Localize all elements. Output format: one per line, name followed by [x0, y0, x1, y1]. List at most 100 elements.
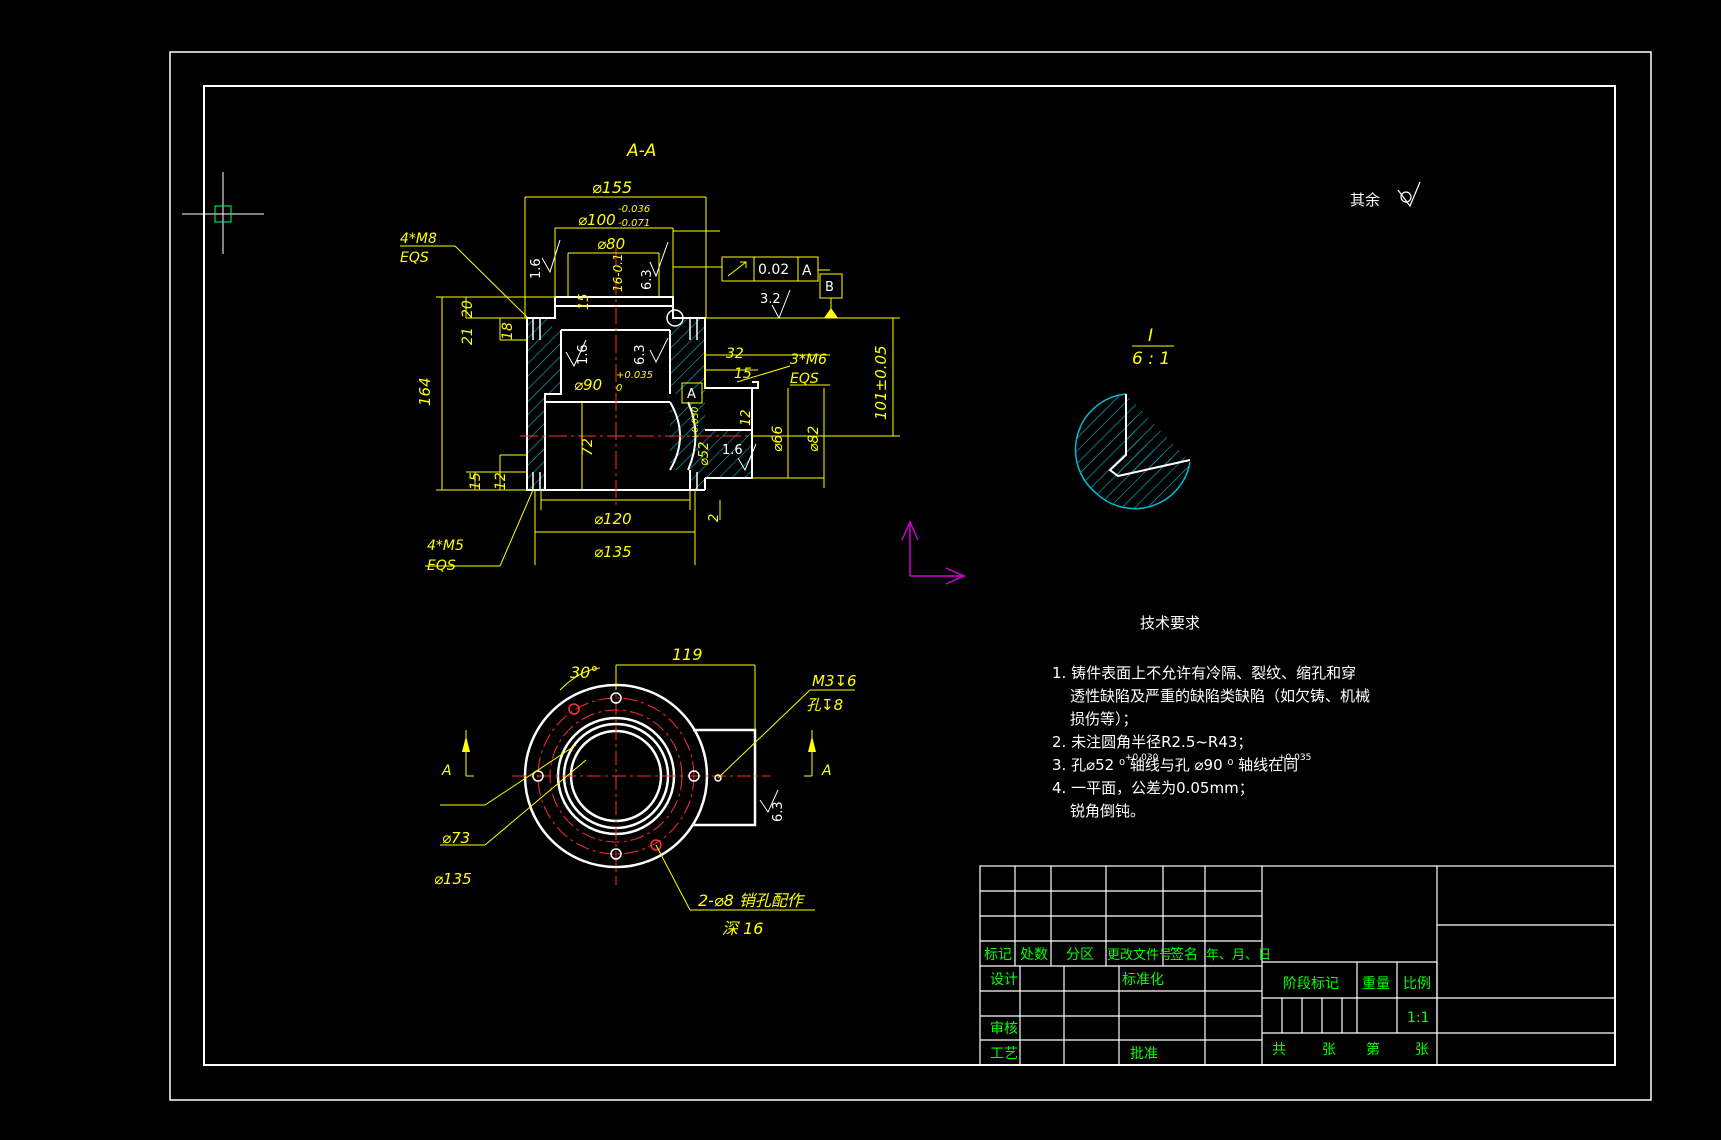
plan-section-a-right: A	[821, 763, 832, 779]
title-block: 标记 处数 分区 更改文件号 签名 年、月、日 设计 标准化 审核 工艺 批准 …	[979, 865, 1616, 1066]
dim-d90-tol0: 0	[616, 383, 622, 394]
tb-scale-label: 比例	[1403, 976, 1431, 992]
section-centerlines	[520, 248, 780, 505]
bolt-holes	[532, 692, 722, 860]
surface-finish-icon	[1397, 181, 1421, 208]
title-block-grid	[979, 865, 1616, 1066]
detail-scale: 6 : 1	[1132, 349, 1170, 369]
thread-bot-eqs: EQS	[427, 558, 456, 574]
dim-d100: ⌀100	[578, 211, 616, 229]
tb-header-sign: 签名	[1170, 946, 1198, 963]
tb-weight: 重量	[1362, 976, 1390, 992]
thread-top-label: 4*M8	[400, 231, 437, 247]
outer-frame	[169, 51, 1652, 1101]
crosshair-cursor-icon	[182, 172, 264, 254]
tech-req-tol-90: +0.035	[1278, 753, 1311, 763]
roughness-symbols	[541, 239, 791, 472]
datum-a-box	[681, 382, 703, 404]
section-view-a-a: A-A	[400, 141, 900, 574]
tb-sheet-of: 第	[1366, 1041, 1380, 1058]
dim-d120: ⌀120	[594, 510, 632, 528]
hatch-left-lower	[527, 402, 545, 490]
plan-rough-symbol	[759, 789, 779, 814]
tb-header-count: 处数	[1020, 947, 1048, 963]
rough-1-6-b: 1.6	[576, 344, 591, 365]
dim-12b: 12	[493, 472, 509, 490]
tb-review: 审核	[990, 1021, 1018, 1037]
dim-2: 2	[707, 514, 722, 522]
dim-21: 21	[460, 327, 476, 345]
detail-label: I	[1148, 326, 1153, 346]
tb-total: 共	[1272, 1042, 1286, 1058]
rough-6-3-b: 6.3	[633, 344, 648, 365]
rough-3-2: 3.2	[760, 292, 781, 307]
plan-angle: 30°	[570, 663, 598, 682]
dim-72: 72	[580, 438, 596, 456]
dim-101: 101±0.05	[872, 345, 890, 420]
tb-header-zone: 分区	[1066, 947, 1094, 963]
datum-b-label: B	[825, 280, 834, 295]
dim-d52: ⌀52	[697, 442, 712, 466]
plan-m3: M3↧6	[812, 672, 857, 690]
dim-d100-lower: -0.071	[618, 218, 650, 229]
tb-sheet-unit-1: 张	[1322, 1042, 1336, 1058]
tb-header-date: 年、月、日	[1206, 948, 1271, 963]
rough-1-6-c: 1.6	[722, 443, 743, 458]
dim-164: 164	[416, 377, 434, 406]
detail-notch-outline	[1108, 394, 1191, 478]
plan-view-dimension-lines	[440, 664, 855, 911]
gt-datum-ref: A	[802, 263, 812, 279]
tb-scale-value: 1:1	[1407, 1010, 1430, 1026]
inner-frame	[203, 85, 1616, 1066]
tech-req-tol-52: +0.030	[1125, 753, 1159, 763]
plan-rough: 6.3	[771, 801, 786, 822]
dim-15c: 15	[468, 472, 484, 490]
section-arrow-left	[462, 736, 470, 752]
rough-1-6-a: 1.6	[529, 258, 544, 279]
plan-hole: 孔↧8	[806, 696, 843, 714]
tb-header-doc: 更改文件号	[1107, 948, 1172, 963]
plan-view-centerlines	[512, 676, 770, 885]
dim-18: 18	[500, 322, 516, 340]
detail-outline-arc	[1074, 393, 1191, 510]
dim-d90-tol: +0.035	[616, 370, 653, 381]
plan-dim-d135: ⌀135	[434, 870, 472, 888]
dim-15a: 15	[577, 293, 592, 310]
tech-req-line-1: 1. 铸件表面上不允许有冷隔、裂纹、缩孔和穿	[1052, 664, 1356, 682]
tech-req-line-5: 3. 孔⌀52 ⁰ 轴线与孔 ⌀90 ⁰ 轴线在同	[1052, 756, 1298, 774]
dim-16: 16-0.1	[611, 253, 625, 292]
dim-12a: 12	[739, 409, 754, 426]
plan-depth-note: 深 16	[722, 919, 763, 938]
dim-15b: 15	[734, 366, 752, 382]
plan-dim-119: 119	[672, 645, 703, 664]
tech-req-title: 技术要求	[1140, 614, 1200, 632]
dim-d155: ⌀155	[592, 178, 632, 197]
dim-d82: ⌀82	[806, 426, 822, 452]
section-dimension-lines	[400, 196, 900, 567]
tech-requirements: 技术要求 1. 铸件表面上不允许有冷隔、裂纹、缩孔和穿 透性缺陷及严重的缺陷类缺…	[1052, 614, 1370, 820]
tb-header-mark: 标记	[984, 947, 1012, 963]
tb-stage: 阶段标记	[1283, 976, 1339, 992]
plan-pin-note: 2-⌀8 销孔配作	[698, 891, 806, 910]
tb-approve: 批准	[1130, 1046, 1158, 1062]
thread-side-label: 3*M6	[790, 352, 827, 368]
section-title: A-A	[626, 141, 656, 161]
hatch-side-port	[705, 430, 752, 478]
dim-20: 20	[460, 300, 476, 318]
dim-d66: ⌀66	[770, 426, 786, 452]
plan-section-a-left: A	[441, 763, 452, 779]
thread-bot-label: 4*M5	[427, 538, 464, 554]
dim-32: 32	[726, 346, 744, 362]
tech-req-line-6: 4. 一平面，公差为0.05mm；	[1052, 779, 1254, 797]
surface-finish-note: 其余	[1350, 191, 1380, 209]
hatch-left-upper	[527, 318, 561, 402]
datum-b-triangle	[824, 308, 838, 318]
dim-d100-upper: -0.036	[618, 204, 650, 215]
gt-angularity-icon	[727, 261, 747, 277]
detail-view-i: I 6 : 1	[1074, 326, 1191, 510]
thread-top-eqs: EQS	[400, 250, 429, 266]
tb-process: 工艺	[990, 1046, 1018, 1062]
thread-holes	[532, 309, 698, 490]
tech-req-line-7: 锐角倒钝。	[1070, 802, 1145, 820]
